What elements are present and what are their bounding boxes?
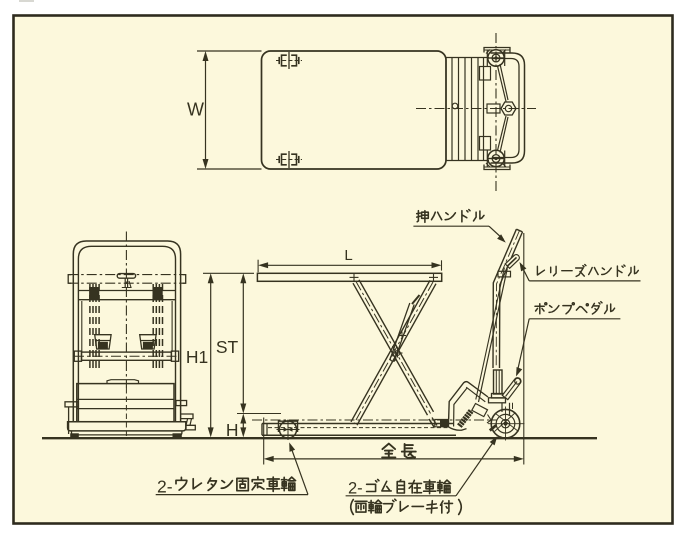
svg-text:L: L xyxy=(344,247,352,264)
svg-text:2-: 2- xyxy=(157,477,173,497)
svg-text:W: W xyxy=(187,100,204,120)
svg-text:H1: H1 xyxy=(186,347,208,367)
svg-text:H: H xyxy=(226,420,239,440)
svg-text:ST: ST xyxy=(216,337,239,357)
svg-text:2-: 2- xyxy=(348,480,363,498)
